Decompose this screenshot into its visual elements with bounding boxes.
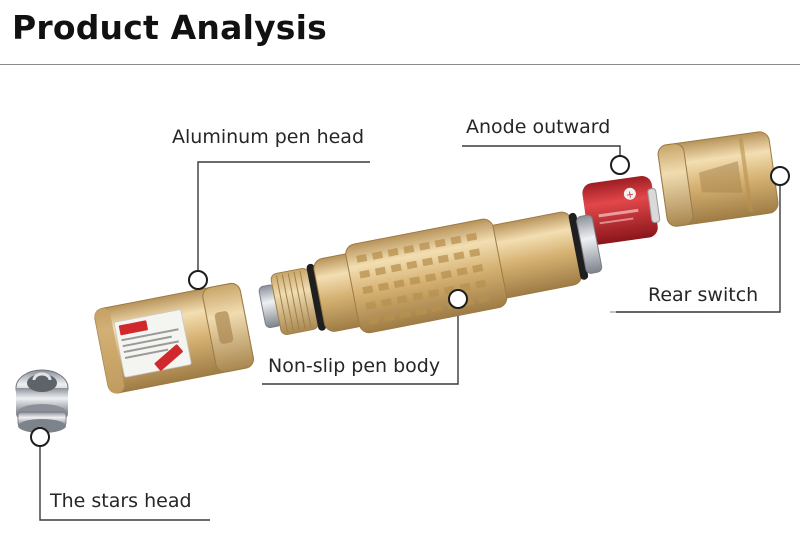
svg-text:+: + (625, 189, 635, 201)
callout-line-anode-outward (462, 145, 621, 160)
callout-markers (30, 155, 790, 447)
page-title: Product Analysis (12, 8, 327, 47)
aluminum-pen-head (94, 282, 254, 394)
battery: + (582, 176, 661, 245)
circle-icon (448, 289, 468, 309)
pen-body (258, 211, 603, 336)
circle-icon (30, 427, 50, 447)
label-non-slip-pen-body: Non-slip pen body (268, 355, 441, 377)
callout-line-stars-head (39, 440, 210, 521)
callout-line-non-slip-pen-body (262, 300, 459, 385)
label-stars-head: The stars head (50, 490, 192, 512)
title-divider (0, 64, 800, 65)
label-rear-switch: Rear switch (648, 284, 759, 306)
rear-switch (657, 131, 779, 227)
label-anode-outward: Anode outward (466, 116, 611, 138)
stars-head (15, 369, 69, 433)
circle-icon (188, 270, 208, 290)
callout-line-aluminum-pen-head (197, 161, 370, 278)
circle-icon (770, 166, 790, 186)
label-aluminum-pen-head: Aluminum pen head (172, 126, 365, 148)
circle-icon (610, 155, 630, 175)
